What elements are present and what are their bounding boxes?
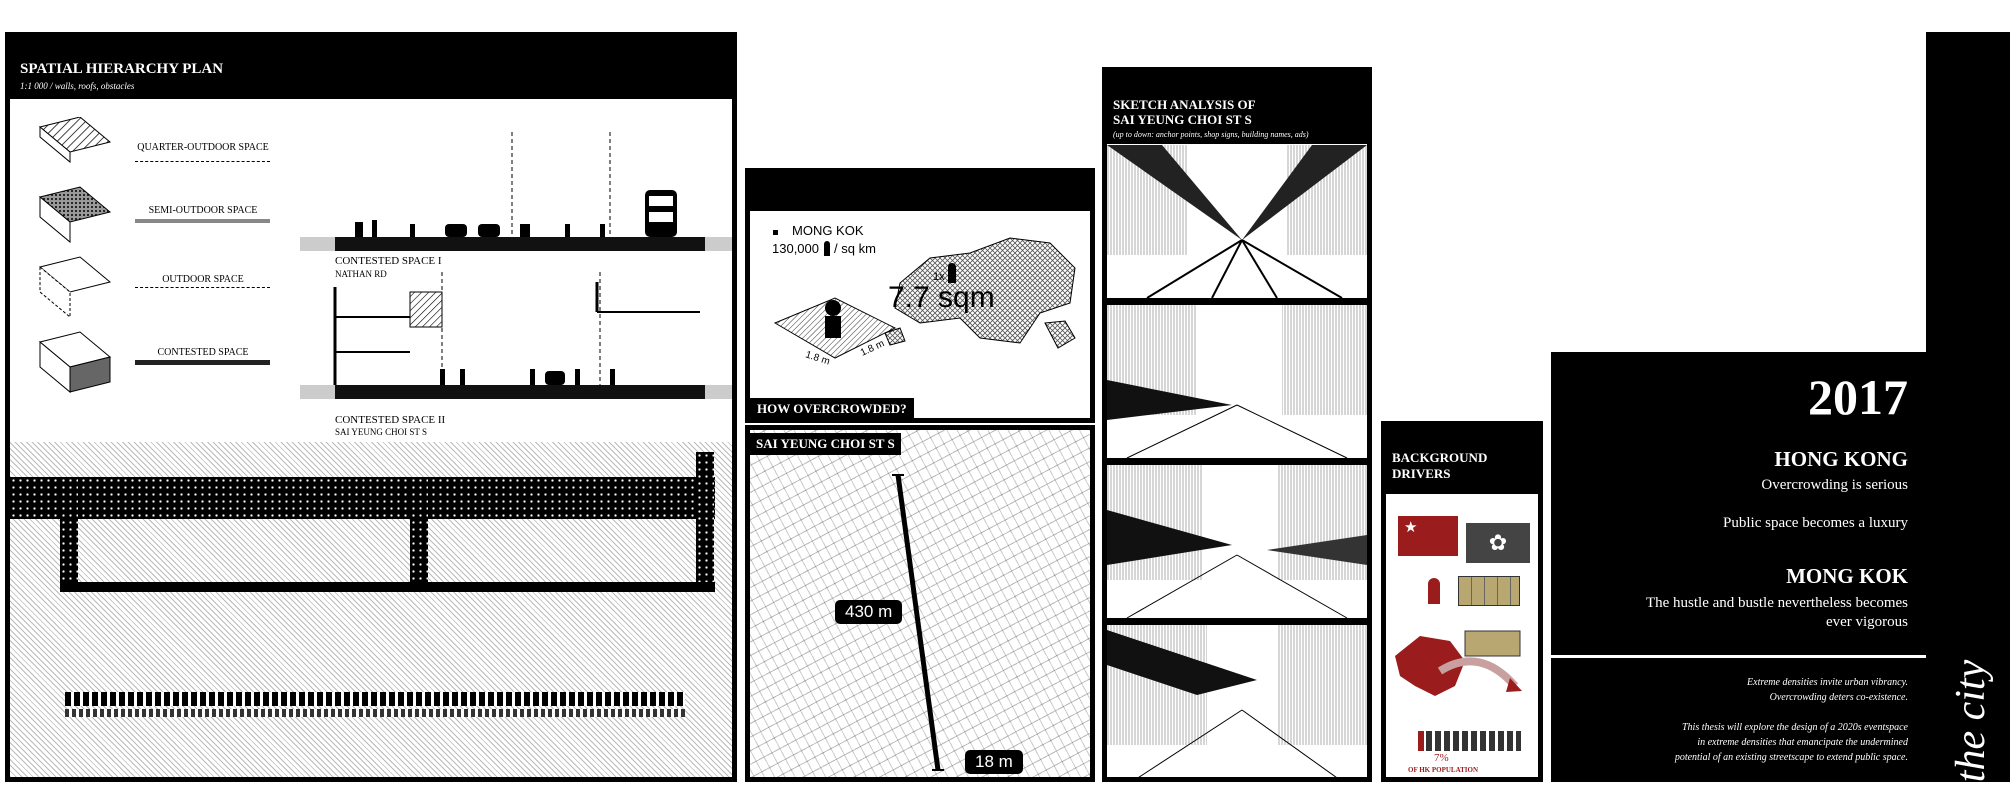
density-value: 130,000 — [772, 241, 819, 256]
sketch-header: SKETCH ANALYSIS OF SAI YEUNG CHOI ST S (… — [1107, 72, 1367, 144]
legend-boxes — [38, 117, 112, 394]
hk-line1: Overcrowding is serious — [1761, 477, 1908, 493]
multiplier: 1x — [933, 271, 945, 283]
plan-block-row-2 — [65, 709, 685, 717]
legend-line-2 — [135, 219, 270, 223]
drivers-title-2: DRIVERS — [1392, 466, 1451, 481]
spatial-subtitle: 1:1 000 / walls, roofs, obstacles — [20, 81, 135, 91]
mk-line2: ever vigorous — [1825, 614, 1908, 630]
china-flag-icon: ★ — [1398, 516, 1458, 556]
city-italic-3: This thesis will explore the design of a… — [1682, 722, 1908, 733]
person-icon — [824, 241, 830, 256]
plan-block-row — [65, 692, 685, 706]
density-question: HOW OVERCROWDED? — [750, 398, 914, 418]
city-italic-4: in extreme densities that emancipate the… — [1697, 737, 1908, 748]
legend-line-4 — [135, 360, 270, 365]
sketch-panel: SKETCH ANALYSIS OF SAI YEUNG CHOI ST S (… — [1102, 67, 1372, 782]
hong-kong-map — [884, 237, 1076, 349]
spatial-hierarchy-panel: SPATIAL HIERARCHY PLAN 1:1 000 / walls, … — [5, 32, 737, 782]
hk-line2: Public space becomes a luxury — [1723, 515, 1908, 531]
mk-title: MONG KOK — [1786, 564, 1908, 588]
street-map-panel: SAI YEUNG CHOI ST S 430 m 18 m — [745, 425, 1095, 782]
district-bullet-icon — [773, 230, 778, 235]
density-panel: MONG KOK 130,000 / sq km 1x 7.7 sqm 1.8 … — [745, 168, 1095, 423]
vertical-title: the city — [1948, 659, 1994, 783]
sketch-subtitle: (up to down: anchor points, shop signs, … — [1113, 130, 1309, 139]
hk-title: HONG KONG — [1774, 447, 1908, 471]
vertical-title-bar: the city — [1926, 32, 2010, 782]
area-per-person: 7.7 sqm — [888, 281, 995, 314]
sketch-frames — [1107, 145, 1367, 777]
plan-connector-right — [696, 452, 714, 587]
city-divider — [1551, 655, 1933, 658]
density-unit: / sq km — [834, 241, 876, 256]
section1-sub: NATHAN RD — [335, 269, 387, 279]
population-pct: 7% — [1434, 752, 1449, 764]
city-italic-2: Overcrowding deters co-existence. — [1769, 692, 1908, 703]
street-line — [892, 474, 944, 771]
flag-star-icon: ★ — [1404, 520, 1418, 536]
district-name: MONG KOK — [792, 223, 864, 238]
floor-square-diagram — [773, 297, 897, 359]
city-panel: 2017 HONG KONG Overcrowding is serious P… — [1551, 352, 1933, 782]
legend-outdoor: OUTDOOR SPACE — [162, 274, 244, 285]
legend-line-3 — [135, 287, 270, 288]
street-map-title: SAI YEUNG CHOI ST S — [750, 433, 901, 455]
drivers-header: BACKGROUND DRIVERS — [1386, 426, 1538, 494]
section-sai-yeung-choi — [300, 272, 732, 399]
section2-sub: SAI YEUNG CHOI ST S — [335, 427, 428, 437]
money-stack-icon — [1458, 576, 1520, 606]
city-italic-5: potential of an existing streetscape to … — [1674, 752, 1908, 763]
section-nathan-rd — [300, 132, 732, 251]
density-header-bar — [750, 173, 1090, 211]
spatial-title: SPATIAL HIERARCHY PLAN — [20, 61, 224, 77]
legend-contested: CONTESTED SPACE — [157, 347, 249, 358]
drivers-title-1: BACKGROUND — [1392, 450, 1488, 465]
nathan-road-band — [10, 477, 715, 519]
china-to-hk-map — [1395, 630, 1522, 696]
legend-quarter-outdoor: QUARTER-OUTDOOR SPACE — [137, 142, 269, 153]
street-length-label: 430 m — [835, 600, 903, 624]
section1-title: CONTESTED SPACE I — [335, 255, 442, 267]
drivers-panel: BACKGROUND DRIVERS ★ ✿ 7% OF HK POPULATI… — [1381, 421, 1543, 782]
hk-flag-icon: ✿ — [1466, 523, 1530, 563]
plan-connector-left — [60, 477, 78, 587]
legend-semi-outdoor: SEMI-OUTDOOR SPACE — [148, 205, 258, 216]
street-width-label: 18 m — [965, 750, 1023, 774]
red-person-icon — [1428, 578, 1440, 604]
population-red-icon — [1418, 731, 1424, 751]
spatial-header: SPATIAL HIERARCHY PLAN 1:1 000 / walls, … — [10, 37, 732, 99]
plan-connector-mid — [410, 477, 428, 587]
sketch-title-2: SAI YEUNG CHOI ST S — [1113, 112, 1252, 127]
section2-title: CONTESTED SPACE II — [335, 414, 446, 426]
street-plan — [10, 442, 732, 777]
sketch-title-1: SKETCH ANALYSIS OF — [1113, 97, 1256, 112]
street-map-texture — [750, 430, 1090, 777]
city-italic-1: Extreme densities invite urban vibrancy. — [1747, 677, 1908, 688]
population-label: OF HK POPULATION — [1408, 766, 1478, 774]
legend-line-1 — [135, 155, 270, 162]
person-standing-icon — [948, 263, 956, 283]
side-street-band — [60, 582, 715, 592]
mk-line1: The hustle and bustle nevertheless becom… — [1645, 595, 1908, 611]
city-year: 2017 — [1808, 369, 1908, 425]
population-icons — [1426, 731, 1521, 751]
